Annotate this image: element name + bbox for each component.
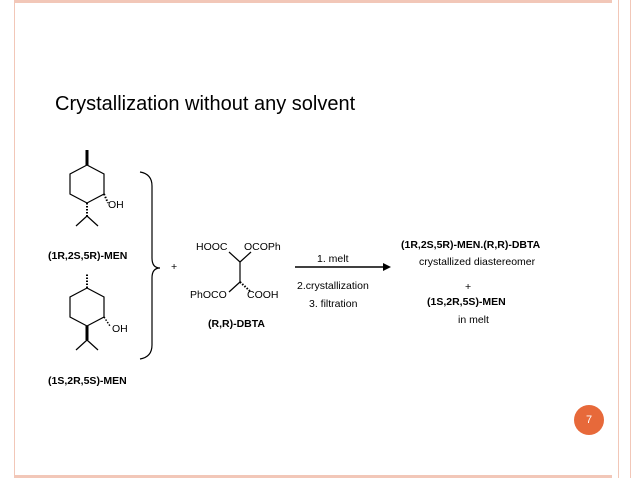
plus-sign: + bbox=[171, 261, 178, 273]
frame-line bbox=[630, 0, 631, 478]
menthol-2-name: (1S,2R,5S)-MEN bbox=[48, 375, 127, 387]
dbta-structure bbox=[228, 251, 252, 293]
product-line-3: (1S,2R,5S)-MEN bbox=[427, 296, 506, 308]
product-line-4: in melt bbox=[458, 314, 489, 326]
reactant-bracket bbox=[139, 171, 161, 360]
product-plus: + bbox=[465, 281, 472, 293]
slide-frame-top bbox=[0, 0, 638, 3]
step-2: 2.crystallization bbox=[297, 280, 369, 292]
dbta-hooc: HOOC bbox=[196, 241, 228, 253]
page-number-badge: 7 bbox=[574, 405, 604, 435]
menthol-1-structure bbox=[69, 150, 109, 227]
dbta-name: (R,R)-DBTA bbox=[208, 318, 265, 330]
menthol-1-name: (1R,2S,5R)-MEN bbox=[48, 250, 128, 262]
slide-frame-right bbox=[612, 0, 638, 478]
frame-line bbox=[618, 0, 619, 478]
step-1: 1. melt bbox=[317, 253, 349, 265]
product-line-1: (1R,2S,5R)-MEN.(R,R)-DBTA bbox=[401, 239, 541, 251]
product-line-2: crystallized diastereomer bbox=[419, 256, 536, 268]
slide-frame-left bbox=[0, 0, 15, 478]
step-3: 3. filtration bbox=[309, 298, 358, 310]
dbta-phoco: PhOCO bbox=[190, 289, 227, 301]
slide-title: Crystallization without any solvent bbox=[55, 93, 356, 115]
menthol-2-structure bbox=[69, 274, 111, 351]
slide-frame-bottom bbox=[0, 475, 638, 478]
dbta-cooh: COOH bbox=[247, 289, 279, 301]
menthol-2-oh-label: OH bbox=[112, 323, 128, 335]
menthol-1-oh-label: OH bbox=[108, 199, 124, 211]
dbta-ocoph: OCOPh bbox=[244, 241, 281, 253]
